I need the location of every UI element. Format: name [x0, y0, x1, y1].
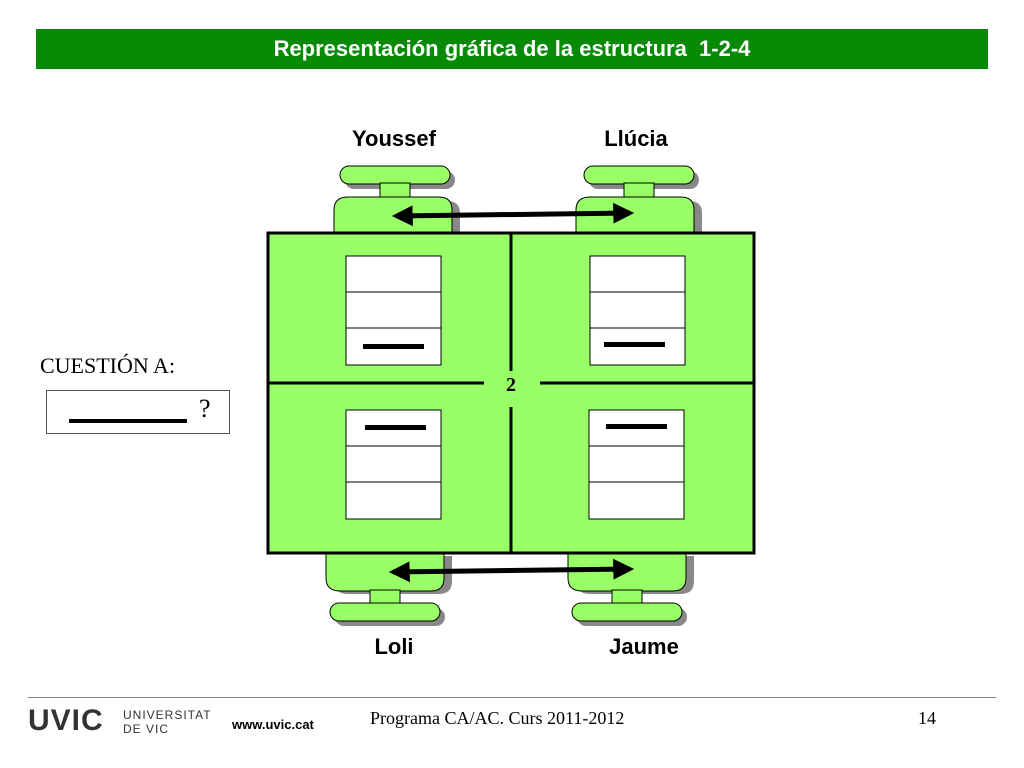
- worksheet-bottom-left: [345, 409, 442, 520]
- person-label-youssef: Youssef: [352, 126, 436, 151]
- worksheet-top-right: [589, 255, 686, 366]
- chair-top-left: [333, 165, 460, 237]
- table-label: 2: [506, 374, 516, 396]
- site-url: www.uvic.cat: [232, 717, 314, 732]
- title-bar: Representación gráfica de la estructura …: [36, 29, 988, 69]
- answer-blank-line: [69, 419, 187, 423]
- slide-title: Representación gráfica de la estructura …: [273, 36, 751, 61]
- footer-rule: [28, 697, 996, 698]
- worksheet-bottom-right: [588, 409, 685, 520]
- uvic-logo-line2: DE VIC: [123, 722, 170, 736]
- double-arrow-bottom: [388, 558, 635, 583]
- double-arrow-top: [391, 202, 635, 227]
- chair-bottom-left: [325, 552, 452, 626]
- page-number: 14: [918, 708, 936, 728]
- chair-top-right: [575, 165, 702, 237]
- uvic-logo: UVIC: [28, 704, 104, 737]
- question-mark: ?: [199, 394, 211, 423]
- person-label-jaume: Jaume: [609, 634, 679, 659]
- person-label-llucia: Llúcia: [604, 126, 668, 151]
- question-label: CUESTIÓN A:: [40, 353, 176, 378]
- worksheet-top-left: [345, 255, 442, 366]
- answer-box: ?: [46, 390, 230, 434]
- person-label-loli: Loli: [374, 634, 414, 659]
- chair-bottom-right: [567, 552, 694, 626]
- program-label: Programa CA/AC. Curs 2011-2012: [370, 708, 625, 728]
- uvic-logo-line1: UNIVERSITAT: [123, 708, 212, 722]
